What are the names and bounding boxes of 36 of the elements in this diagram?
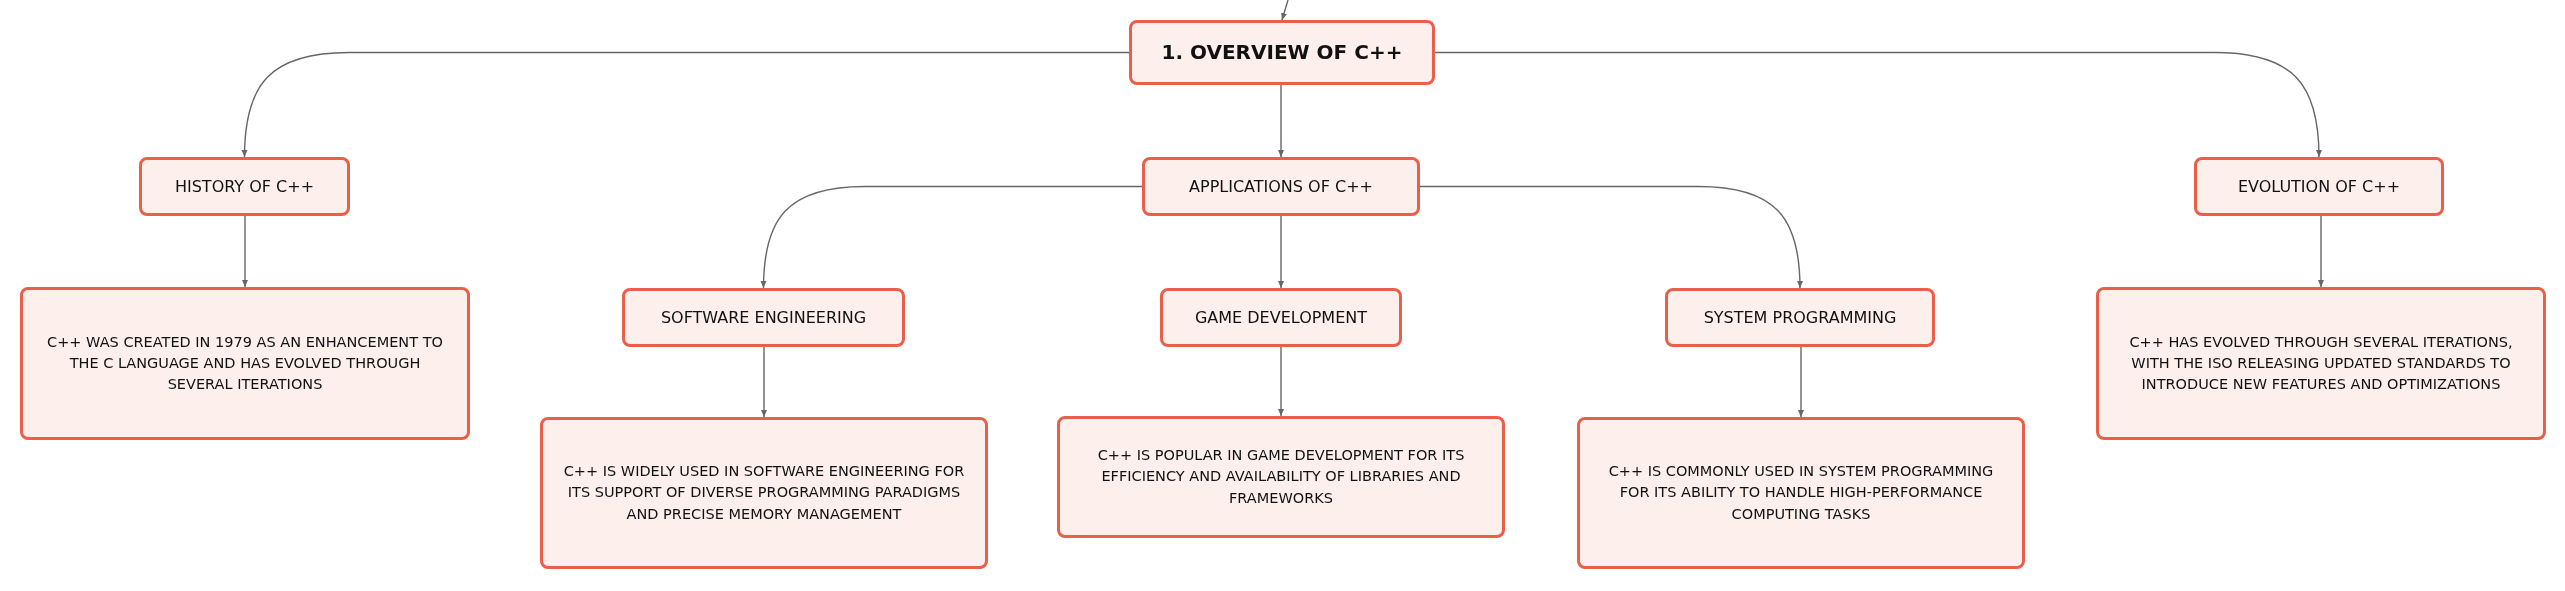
topic-box: [1142, 157, 1420, 216]
connector-arrow: [760, 185, 1143, 289]
topic-box: [1160, 288, 1402, 347]
topic-label: SOFTWARE ENGINEERING: [660, 306, 867, 329]
description-text: C++ HAS EVOLVED THROUGH SEVERAL ITERATIONS, WITH THE ISO RELEASING UPDATED STANDARDS TO INTRODUCE NEW FEATURES AND OPTIMIZATIONS: [2128, 332, 2514, 394]
description-box: [1577, 417, 2025, 569]
topic-label: APPLICATIONS OF C++: [1189, 175, 1373, 198]
connector-arrow: [2318, 215, 2324, 288]
description-box: [1057, 416, 1505, 538]
connector-arrow: [1281, 0, 1289, 21]
topic-label: GAME DEVELOPMENT: [1194, 306, 1368, 329]
connector-arrow: [1798, 346, 1804, 418]
description-box: [20, 287, 470, 440]
connector-arrow: [242, 215, 248, 288]
topic-box: [622, 288, 905, 347]
description-text: C++ IS WIDELY USED IN SOFTWARE ENGINEERING FOR ITS SUPPORT OF DIVERSE PROGRAMMING PARADIGMS AND PRECISE MEMORY MANAGEMENT: [562, 462, 966, 524]
connector-arrow: [1278, 346, 1284, 417]
connector-arrow: [1434, 51, 2322, 158]
topic-label: SYSTEM PROGRAMMING: [1703, 306, 1897, 329]
connector-arrow: [1419, 185, 1803, 289]
topic-box: [1665, 288, 1935, 347]
connector-arrow: [761, 346, 767, 418]
topic-label: 1. OVERVIEW OF C++: [1161, 39, 1403, 66]
topic-box: [2194, 157, 2444, 216]
root-topic-box: [1129, 20, 1435, 85]
connector-arrow: [1278, 215, 1284, 289]
connector-arrow: [241, 51, 1130, 158]
connector-arrow: [1278, 84, 1284, 158]
topic-label: HISTORY OF C++: [174, 175, 315, 198]
description-box: [2096, 287, 2546, 440]
topic-label: EVOLUTION OF C++: [2237, 175, 2401, 198]
description-text: C++ WAS CREATED IN 1979 AS AN ENHANCEMENT TO THE C LANGUAGE AND HAS EVOLVED THROUGH SEVERAL ITERATIONS: [46, 332, 444, 394]
description-box: [540, 417, 988, 569]
topic-box: [139, 157, 350, 216]
description-text: C++ IS POPULAR IN GAME DEVELOPMENT FOR ITS EFFICIENCY AND AVAILABILITY OF LIBRARIES AND FRAMEWORKS: [1096, 446, 1466, 508]
description-text: C++ IS COMMONLY USED IN SYSTEM PROGRAMMING FOR ITS ABILITY TO HANDLE HIGH-PERFORMANCE COMPUTING TASKS: [1607, 462, 1995, 524]
